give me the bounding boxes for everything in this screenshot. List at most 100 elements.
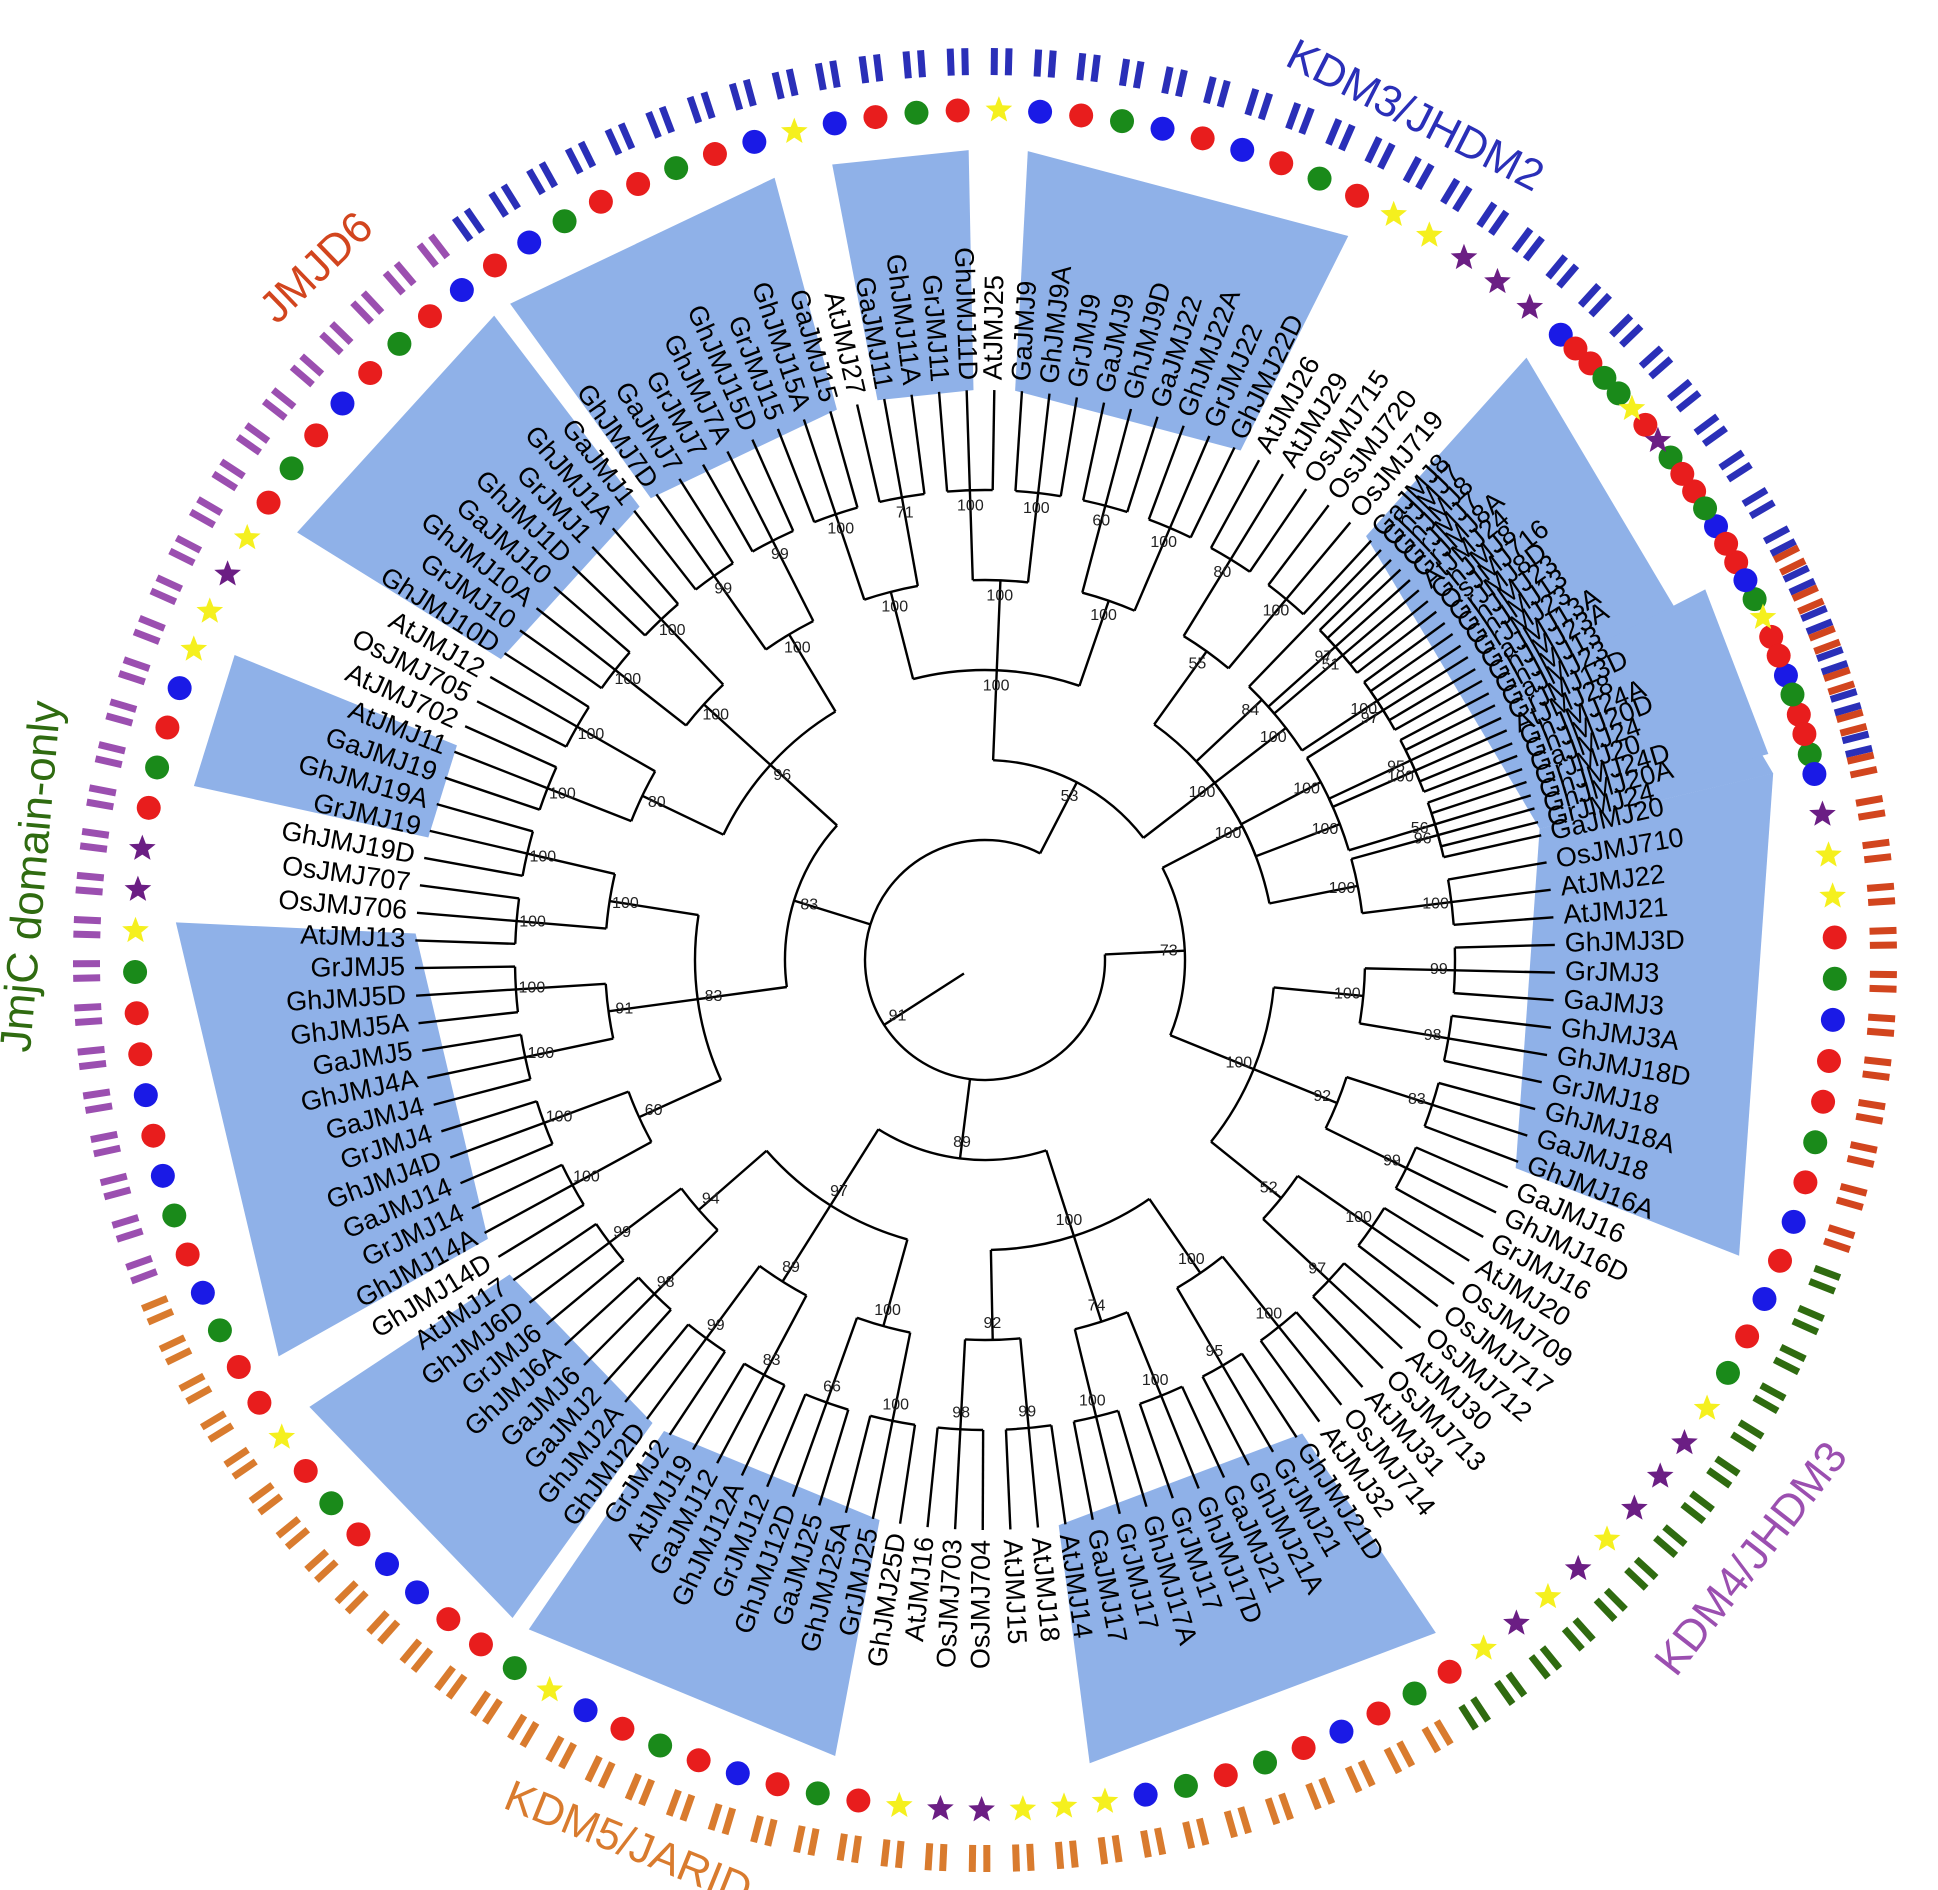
node-arc	[600, 651, 631, 689]
branch	[1437, 807, 1535, 837]
clade-bar-tick	[1298, 107, 1315, 135]
branch	[576, 725, 656, 773]
bootstrap-label: 80	[1213, 564, 1231, 581]
clade-bar-tick	[319, 331, 344, 356]
branch	[1382, 656, 1469, 712]
circle-icon	[1173, 1773, 1198, 1798]
branch	[959, 1339, 967, 1430]
clade-bar-tick	[199, 1410, 227, 1431]
star-icon	[1819, 882, 1846, 908]
clade-bar-tick	[73, 916, 102, 925]
branch	[958, 1078, 972, 1159]
circle-icon	[1069, 103, 1094, 128]
bootstrap-label: 100	[1263, 603, 1290, 620]
branch	[416, 911, 517, 923]
clade-bar-tick	[377, 1619, 401, 1645]
circle-icon	[1110, 109, 1135, 134]
clade-bar-tick	[1675, 390, 1702, 413]
branch	[1443, 1059, 1542, 1084]
branch	[825, 1317, 859, 1403]
branch	[444, 776, 541, 811]
circle-icon	[742, 129, 767, 154]
branch	[1240, 1352, 1298, 1438]
clade-bar-tick	[434, 1665, 456, 1692]
clade-bar-tick	[88, 784, 117, 797]
clade-bar-tick	[785, 68, 799, 97]
clade-bar-tick	[76, 871, 105, 882]
branch	[1182, 558, 1232, 637]
branch	[776, 428, 816, 523]
branch	[1356, 610, 1437, 674]
branch	[703, 703, 772, 766]
branch	[489, 675, 578, 728]
bootstrap-label: 100	[784, 639, 811, 656]
circle-icon	[648, 1733, 673, 1758]
branch	[608, 1187, 683, 1244]
clade-bar-tick	[174, 534, 203, 554]
clade-bar-tick	[728, 82, 744, 111]
clade-bar-tick	[1741, 486, 1769, 507]
bootstrap-label: 100	[874, 1302, 901, 1319]
clade-bar-tick	[130, 1268, 158, 1285]
star-icon	[885, 1791, 913, 1817]
clade-bar-tick	[507, 1713, 528, 1741]
circle-icon	[1816, 1048, 1841, 1073]
circle-icon	[1230, 137, 1255, 162]
bootstrap-label: 92	[983, 1315, 1001, 1332]
clade-bar-tick	[178, 1372, 206, 1392]
clade-bar-tick	[334, 1580, 359, 1605]
clade-bar-tick	[1869, 984, 1897, 993]
clade-bar-tick	[299, 353, 325, 377]
clade-bar-tick	[158, 1334, 187, 1353]
circle-icon	[1269, 151, 1294, 176]
branch	[1147, 425, 1185, 520]
circle-icon	[1715, 1360, 1740, 1385]
clade-bar-tick	[1862, 838, 1890, 850]
branch	[1039, 781, 1078, 854]
highlight-box	[297, 315, 640, 660]
clade-bar-tick	[275, 1516, 301, 1539]
clade-bar-tick	[115, 1227, 144, 1243]
branch	[965, 390, 972, 491]
circle-icon	[1820, 1007, 1845, 1032]
star-icon	[268, 1423, 296, 1449]
branch	[1341, 589, 1420, 657]
clade-bar-tick	[1619, 323, 1644, 348]
circle-icon	[1682, 479, 1707, 504]
bootstrap-label: 100	[827, 521, 854, 538]
branch	[989, 1249, 994, 1340]
bootstrap-label: 100	[1142, 1372, 1169, 1389]
branch	[1045, 1150, 1076, 1237]
branch	[702, 464, 754, 553]
bootstrap-label: 98	[657, 1274, 675, 1291]
bootstrap-label: 84	[1241, 702, 1259, 719]
branch	[910, 394, 926, 495]
clade-bar-tick	[81, 827, 110, 839]
clade-bar-tick	[1779, 557, 1807, 576]
clade-bar-tick	[1452, 185, 1473, 213]
bootstrap-label: 97	[1315, 649, 1333, 666]
star-icon	[196, 597, 224, 623]
branch	[1078, 600, 1110, 687]
clade-bar-tick	[924, 1843, 934, 1871]
clade-bar-tick	[211, 470, 239, 492]
clade-bar-tick	[961, 48, 969, 76]
circle-icon	[136, 795, 161, 820]
clade-bar-tick	[617, 122, 636, 150]
branch	[1306, 709, 1384, 760]
circle-icon	[1670, 461, 1695, 486]
clade-bar-tick	[1752, 1394, 1780, 1415]
bootstrap-label: 89	[953, 1134, 971, 1151]
bootstrap-label: 96	[1414, 831, 1432, 848]
circle-icon	[482, 253, 507, 278]
star-icon	[1564, 1554, 1592, 1581]
clade-bar-tick	[1244, 88, 1260, 116]
circle-icon	[1366, 1701, 1391, 1726]
clade-bar-tick	[428, 233, 451, 260]
bootstrap-label: 56	[1411, 820, 1429, 837]
circle-icon	[765, 1772, 790, 1797]
star-icon	[1416, 221, 1443, 247]
star-icon	[1091, 1787, 1119, 1813]
bootstrap-label: 100	[1329, 880, 1356, 897]
circle-icon	[167, 676, 192, 701]
